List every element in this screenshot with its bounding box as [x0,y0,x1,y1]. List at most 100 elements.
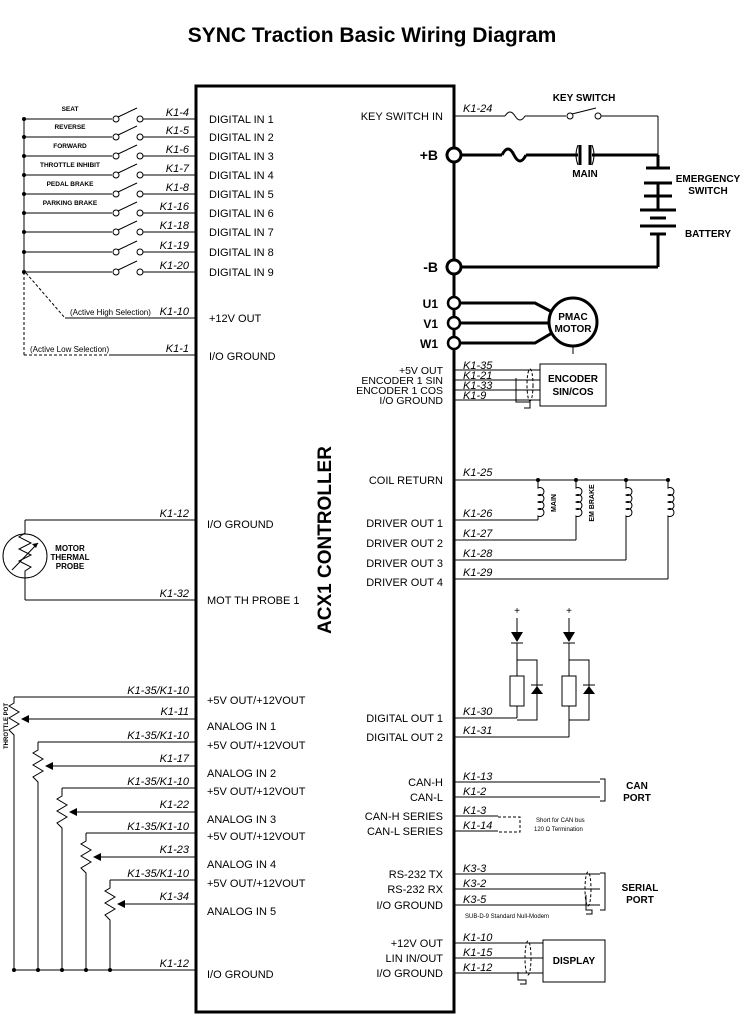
switch-contact-b-4 [136,190,144,198]
coil-return-terminal: COIL RETURN [369,475,443,487]
encoder-pin-0: K1-35 [463,360,493,372]
can-terminal-2: CAN-H SERIES [365,811,443,823]
digital-out-terminal-1: DIGITAL OUT 2 [366,732,443,744]
switch-terminal-4: DIGITAL IN 5 [209,189,274,201]
switch-contact-a-8 [112,268,120,276]
switch-blade-2 [117,144,138,155]
phase-u1: U1 [423,297,439,311]
digital-out-flyback-diode-1 [583,686,595,694]
throttle-pot-label: THROTTLE POT [4,703,10,749]
active-high-label: (Active High Selection) [70,308,151,317]
phase-w1: W1 [420,337,438,351]
pmac-motor [446,295,599,354]
analog-pot-0 [8,697,20,970]
analog-in-pin-3: K1-23 [160,844,190,856]
analog-supply-pin-3: K1-35/K1-10 [127,821,190,833]
analog-ground-terminal: I/O GROUND [207,969,274,981]
display-pin-2: K1-12 [463,962,492,974]
analog-supply-pin-0: K1-35/K1-10 [127,685,190,697]
analog-supply-pin-4: K1-35/K1-10 [127,868,190,880]
switch-pin-7: K1-19 [160,240,189,252]
switch-pin-1: K1-5 [166,125,190,137]
digital-out-diode-1 [563,632,575,642]
analog-supply-terminal-1: +5V OUT/+12VOUT [207,740,306,752]
active-high-pin: K1-10 [160,306,190,318]
analog-pot-4 [104,880,116,970]
coil-driver-terminal-2: DRIVER OUT 3 [366,558,443,570]
switch-label-4: PEDAL BRAKE [47,181,94,188]
coil-1 [574,480,583,540]
switch-blade-4 [117,182,138,193]
analog-in-terminal-0: ANALOG IN 1 [207,721,276,733]
analog-in-terminal-3: ANALOG IN 4 [207,859,276,871]
digital-out-load-1 [561,675,577,707]
encoder-terminal-1: ENCODER 1 SIN [361,375,443,387]
display-terminal-1: LIN IN/OUT [386,953,444,965]
display-pin-0: K1-10 [463,932,493,944]
power-circuit [445,107,676,276]
switch-terminal-2: DIGITAL IN 3 [209,151,274,163]
switch-label-3: THROTTLE INHIBIT [40,162,100,169]
minus-b-label: -B [423,259,438,275]
active-high-terminal: +12V OUT [209,313,262,325]
encoder-terminal-2: ENCODER 1 COS [356,385,443,397]
analog-pot-1 [32,742,44,970]
probe-ground-pin: K1-12 [160,508,189,520]
switch-terminal-3: DIGITAL IN 4 [209,170,274,182]
active-low-label: (Active Low Selection) [30,345,109,354]
serial-pin-2: K3-5 [463,894,487,906]
switch-contact-a-4 [112,190,120,198]
encoder-label-1: ENCODER [548,374,599,385]
plus-b-label: +B [420,147,438,163]
switch-contact-a-0 [112,115,120,123]
coil-brake-label: EM BRAKE [589,484,596,522]
probe-label-3: PROBE [56,562,85,571]
coil-0 [536,480,545,520]
display-terminal-0: +12V OUT [391,938,444,950]
can-terminal-3: CAN-L SERIES [367,826,443,838]
switch-blade-8 [117,260,138,271]
motor-label-1: PMAC [558,312,587,323]
switch-contact-b-0 [136,115,144,123]
probe-label-1: MOTOR [55,544,85,553]
switch-blade-7 [117,240,138,251]
digital-out-load-0 [509,675,525,707]
can-port-label-2: PORT [623,793,651,804]
serial-pin-1: K3-2 [463,878,486,890]
analog-in-terminal-2: ANALOG IN 3 [207,814,276,826]
phase-v1: V1 [423,317,438,331]
can-pin-2: K1-3 [463,805,487,817]
switch-label-1: REVERSE [54,124,86,131]
probe-ground-terminal: I/O GROUND [207,519,274,531]
coil-driver-pin-2: K1-28 [463,548,493,560]
switch-contact-a-1 [112,133,120,141]
serial-terminal-1: RS-232 RX [387,884,443,896]
switch-pin-8: K1-20 [160,260,190,272]
analog-supply-terminal-4: +5V OUT/+12VOUT [207,878,306,890]
can-pin-0: K1-13 [463,771,493,783]
analog-ground-pin: K1-12 [160,958,189,970]
can-pin-3: K1-14 [463,820,492,832]
switch-terminal-8: DIGITAL IN 9 [209,267,274,279]
switch-terminal-1: DIGITAL IN 2 [209,132,274,144]
switch-contact-b-3 [136,171,144,179]
switch-pin-0: K1-4 [166,107,189,119]
can-pin-1: K1-2 [463,786,486,798]
display-terminal-2: I/O GROUND [376,968,443,980]
digital-out-terminal-0: DIGITAL OUT 1 [366,713,443,725]
coil-main-label: MAIN [551,494,558,512]
controller-box [194,84,456,1014]
switch-terminal-6: DIGITAL IN 7 [209,227,274,239]
analog-supply-pin-1: K1-35/K1-10 [127,730,190,742]
encoder-terminal-3: I/O GROUND [379,395,443,407]
probe-terminal: MOT TH PROBE 1 [207,595,300,607]
battery-label: BATTERY [685,229,731,240]
coil-driver-pin-0: K1-26 [463,508,493,520]
probe-pin: K1-32 [160,588,189,600]
can-terminal-1: CAN-L [410,792,443,804]
emergency-label-2: SWITCH [688,186,727,197]
